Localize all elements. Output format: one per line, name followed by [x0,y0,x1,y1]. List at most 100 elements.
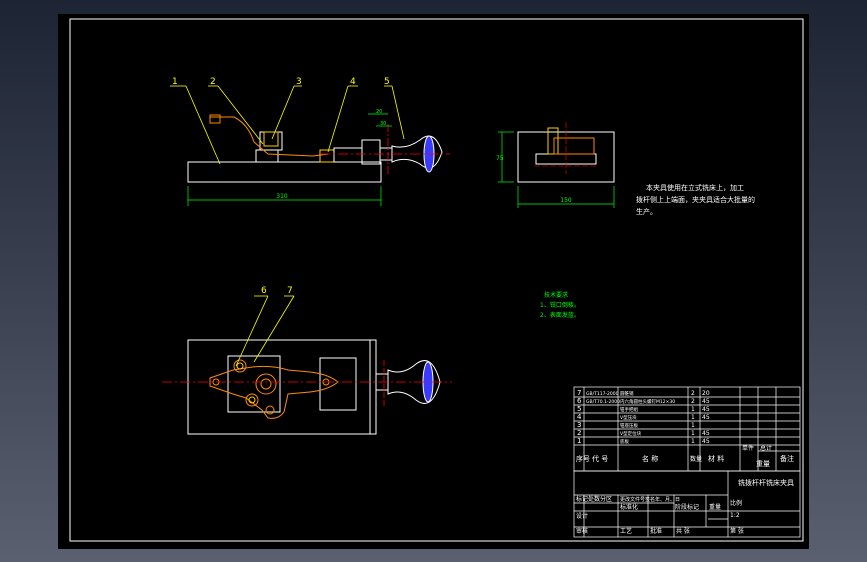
bom-cell-qty: 1 [691,430,695,437]
bom-cell-qty: 1 [691,414,695,421]
tb-change-label: 标记处数分区 [576,495,612,503]
bom-cell-name: 钳手把组 [620,406,638,413]
tech-item-2: 2、表面发蓝。 [540,311,580,319]
balloon-1: 1 [172,77,178,87]
bom-header-remark: 备注 [780,454,794,463]
balloon-4: 4 [350,77,356,87]
bom-cell-name: V型定位块 [620,430,642,437]
tb-scale-value: 1:2 [730,512,740,519]
leader-6 [235,295,269,367]
leader-3 [271,85,295,140]
top-view: 6 7 [162,286,452,435]
tb-designer: 设计 [576,512,588,520]
top-base-plate [187,339,377,435]
leader-1 [185,85,221,165]
bom-header-weight-single: 单件 [742,444,754,452]
bom-header-material: 材 料 [708,454,724,463]
bom-cell-code: GB/T70.1-2000 [586,399,620,405]
desc-line-2: 拨杆侧上上端面，夹夹具适合大批量的 [636,195,755,204]
bom-cell-material: 45 [702,438,710,445]
bom-cell-qty: 1 [691,422,695,429]
bom-cell-qty: 2 [691,390,695,397]
bom-cell-no: 7 [577,389,581,397]
tb-sheet-no: 第 张 [730,527,744,535]
title-block-text: 标记处数分区 更改文件号签名年、月、日 设计 标准化 阶段标记 重量 比例 1:… [576,478,794,535]
drawing-canvas: 310 20 30 1 2 3 4 5 75 150 [69,18,804,542]
side-height-label: 75 [496,155,504,162]
bom-table [573,386,801,472]
top-screw-1 [233,359,247,373]
tb-craft: 工艺 [620,527,632,535]
title-block [573,470,801,538]
front-v-press-block [319,149,335,163]
leader-4 [327,85,349,153]
bom-cell-name: 底板 [620,438,629,445]
front-length-label: 310 [276,193,288,200]
balloon-3: 3 [296,77,302,87]
bom-cell-no: 1 [577,437,581,445]
description-note: 本夹具使用在立式铣床上，加工 拨杆侧上上端面，夹夹具适合大批量的 生产。 [636,183,755,216]
balloon-2: 2 [210,77,216,87]
top-v-block [227,355,281,413]
tb-weight: 重量 [709,503,721,511]
tb-approve: 批准 [650,527,662,535]
tb-title: 铣拨杆杆铣床夹具 [738,478,794,487]
tb-scale-label: 比例 [730,499,742,507]
leader-5 [391,85,405,140]
tb-standardize: 标准化 [620,503,638,511]
tech-item-1: 1、钳口倒棱。 [540,301,580,309]
bom-cell-material: 45 [702,414,710,421]
bom-header-weight: 重量 [756,460,770,468]
bom-cell-qty: 2 [691,398,695,405]
front-v-block [255,149,279,163]
tb-review: 审核 [576,527,588,535]
side-clamp [553,137,595,155]
bom-cell-no: 5 [577,405,581,413]
side-view: 75 150 [496,122,615,208]
bom-cell-code: GB/T117-2000 [586,391,619,397]
bom-cell-qty: 1 [691,406,695,413]
front-clamp-arm [210,116,329,157]
desc-line-1: 本夹具使用在立式铣床上，加工 [646,183,744,192]
leader-7 [253,295,295,363]
bom-cell-material: 20 [702,390,710,397]
balloon-5: 5 [384,77,390,87]
leader-2 [217,85,264,145]
bom-cell-qty: 1 [691,438,695,445]
side-width-label: 150 [560,197,572,204]
bom-header-no: 序号 [576,454,590,463]
bom-cell-name: 内六角圆柱头螺钉M12×30 [620,398,675,405]
balloon-6: 6 [261,286,267,296]
front-base-plate [187,161,382,183]
front-mid-dim-label: 30 [380,121,386,127]
bom-cell-material: 45 [702,406,710,413]
tb-stage: 阶段标记 [675,503,699,511]
drawing-border [69,18,804,542]
front-handle [391,135,443,169]
bom-cell-no: 2 [577,429,581,437]
bom-cell-material: 45 [702,430,710,437]
top-screw-2 [245,393,259,407]
bom-header-qty: 数量 [690,455,702,463]
top-press-block [319,357,357,411]
front-view: 310 20 30 1 2 3 4 5 [170,77,450,206]
bom-cell-name: 圆锥销 [620,390,634,397]
tech-title: 技术要求 [544,291,568,299]
bom-header-weight-total: 总计 [760,444,772,452]
front-top-dim-label: 20 [376,109,382,115]
bom-cell-name: 钳座压板 [620,422,638,429]
desc-line-3: 生产。 [636,207,657,216]
balloon-7: 7 [287,286,293,296]
tb-change-doc: 更改文件号签名年、月、日 [620,496,680,503]
bom-cell-no: 4 [577,413,582,421]
bom-header-name: 名 称 [642,454,658,463]
top-clamp-arm [209,365,339,419]
tb-sheet-total: 共 张 [676,527,690,535]
bom-cell-no: 6 [577,397,582,405]
bom-header: 序号 代 号 名 称 数量 材 料 单件 总计 重量 备注 [576,444,794,468]
drawing-sheet: 310 20 30 1 2 3 4 5 75 150 [58,14,809,549]
technical-requirements: 技术要求 1、钳口倒棱。 2、表面发蓝。 [540,291,580,319]
bom-cell-no: 3 [577,421,581,429]
bom-cell-material: 45 [702,398,710,405]
